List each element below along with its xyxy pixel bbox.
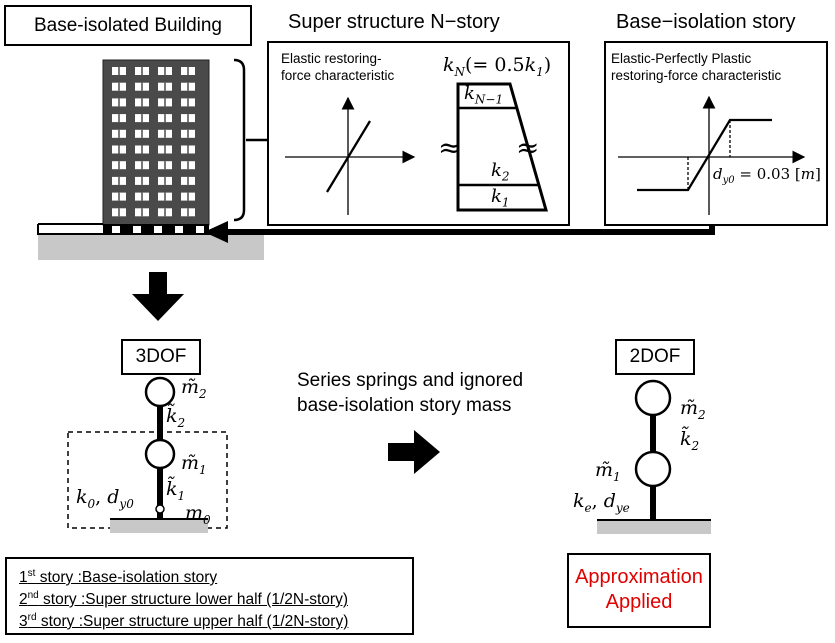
down-arrow — [132, 272, 184, 321]
legend-item-3: 3rd story :Super structure upper half (1… — [19, 612, 349, 631]
dy0-label: dy0 = 0.03 [m] — [713, 165, 821, 186]
isolator-gap — [112, 226, 120, 234]
k1-label: k1 — [491, 186, 510, 210]
label-k2-2dof: k̃2 — [680, 428, 700, 453]
building-bracket — [233, 58, 246, 222]
super-structure-title: Super structure N−story — [288, 11, 500, 33]
transform-text-line2: base-isolation story mass — [297, 395, 512, 416]
mass-m1-2dof — [634, 450, 672, 488]
plastic-label-line2: restoring-force characteristic — [611, 68, 782, 83]
base-isolation-panel — [604, 41, 828, 226]
ground-block — [38, 234, 264, 260]
plastic-curve — [637, 118, 772, 192]
label-m2-2dof: m̃2 — [680, 397, 706, 422]
label-m1-2dof: m̃1 — [595, 459, 621, 484]
label-m1-3dof: m̃1 — [181, 452, 207, 477]
label-ke-2dof: ke, dye — [573, 490, 630, 515]
label-m2-3dof: m̃2 — [181, 376, 207, 401]
legend-item-2: 2nd story :Super structure lower half (1… — [19, 590, 348, 609]
label-m0-3dof: m0 — [185, 502, 211, 527]
building-title-box: Base-isolated Building — [4, 5, 252, 46]
story-legend: 1st story :Base-isolation story 2nd stor… — [5, 557, 414, 635]
approximation-line1: Approximation — [575, 566, 703, 588]
kN1-label: kN−1 — [464, 83, 504, 107]
label-k1-3dof: k̃1 — [166, 478, 186, 503]
building-title: Base-isolated Building — [33, 14, 222, 36]
super-structure-panel — [267, 41, 570, 226]
elastic-label-line1: Elastic restoring- — [281, 51, 382, 66]
title-3dof: 3DOF — [135, 346, 187, 367]
legend-item-1: 1st story :Base-isolation story — [19, 568, 218, 587]
transform-text-line1: Series springs and ignored — [297, 370, 524, 391]
label-k2-3dof: k̃2 — [166, 405, 186, 430]
isolator-gap — [196, 226, 204, 234]
stiffness-diagram — [456, 82, 548, 212]
break-symbol-left: ≈ — [438, 131, 461, 164]
plastic-label-line1: Elastic-Perfectly Plastic — [611, 51, 752, 66]
elastic-label-line2: force characteristic — [281, 68, 395, 83]
elastic-curve — [326, 120, 371, 193]
approximation-box: Approximation Applied — [567, 553, 711, 628]
isolator-gap — [133, 226, 141, 234]
feedback-arrow — [228, 225, 715, 235]
k2-label: k2 — [491, 160, 510, 184]
approximation-line2: Applied — [605, 591, 673, 613]
isolator-gap — [175, 226, 183, 234]
model-3dof — [67, 376, 228, 533]
transform-arrow — [388, 430, 440, 474]
title-3dof-box: 3DOF — [121, 339, 201, 375]
mass-m1-3dof — [144, 438, 176, 470]
model-2dof — [597, 379, 711, 534]
mass-m2-3dof — [144, 376, 176, 408]
isolator-gap — [154, 226, 162, 234]
label-k0-3dof: k0, dy0 — [76, 486, 134, 511]
kN-label: kN(= 0.5k1) — [443, 54, 552, 79]
mass-m0-3dof — [155, 504, 165, 514]
title-2dof: 2DOF — [629, 346, 681, 367]
base-isolation-title: Base−isolation story — [616, 11, 796, 33]
building-illustration — [102, 59, 210, 234]
break-symbol-right: ≈ — [516, 131, 539, 164]
mass-m2-2dof — [634, 379, 672, 417]
title-2dof-box: 2DOF — [615, 339, 695, 375]
